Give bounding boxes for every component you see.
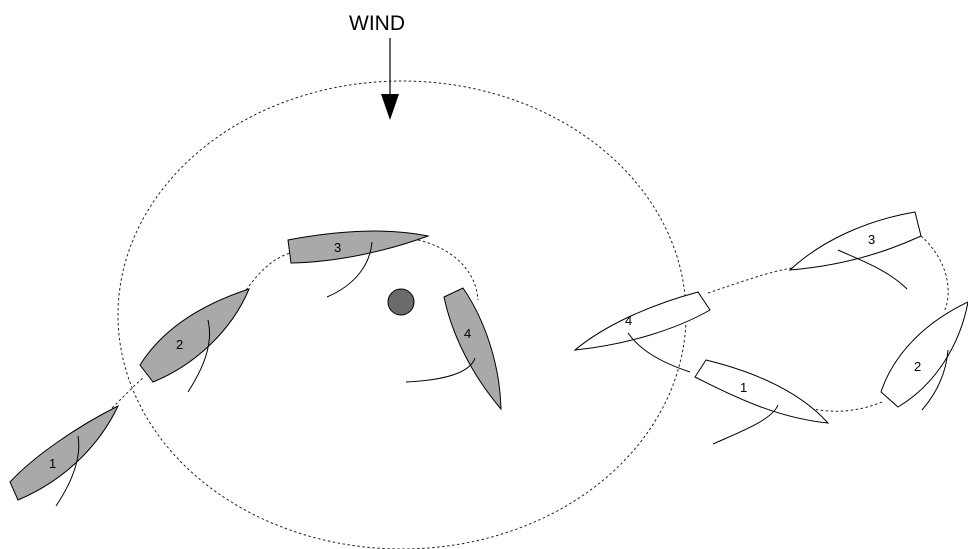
- track-before-1-2: [112, 378, 143, 408]
- hull: [444, 288, 501, 409]
- hull: [790, 212, 921, 270]
- wind-indicator: WIND: [349, 12, 405, 120]
- hull: [881, 302, 968, 407]
- boat-number: 3: [868, 232, 875, 247]
- track-after-2-1: [813, 402, 882, 411]
- mark-buoy: [388, 289, 414, 315]
- boat-number: 1: [49, 456, 56, 471]
- wind-label: WIND: [349, 12, 405, 35]
- boat-number: 2: [914, 359, 921, 374]
- boat-after-2: 2: [881, 302, 968, 410]
- boat-before-2: 2: [140, 289, 249, 392]
- boat-number: 1: [740, 380, 747, 395]
- boat-after-3: 3: [790, 212, 921, 289]
- hull: [288, 231, 428, 263]
- hull: [575, 292, 710, 350]
- wind-arrow-icon: [381, 94, 399, 120]
- boat-before-3: 3: [288, 231, 428, 297]
- boat-after-4: 4: [575, 292, 710, 372]
- track-after-3-2: [921, 236, 948, 312]
- sail-line: [713, 405, 778, 444]
- track-before-3-4: [418, 240, 478, 300]
- hull: [10, 406, 118, 500]
- track-after-4-3: [708, 268, 792, 293]
- boat-number: 4: [625, 313, 632, 328]
- boat-before-4: 4: [406, 288, 501, 409]
- boat-number: 3: [334, 240, 341, 255]
- track-before-2-3: [246, 253, 290, 290]
- hull: [695, 360, 828, 423]
- hull: [140, 289, 249, 382]
- boat-before-1: 1: [10, 406, 118, 506]
- boat-number: 4: [464, 326, 471, 341]
- boat-number: 2: [176, 337, 183, 352]
- sail-line: [406, 358, 475, 382]
- boat-after-1: 1: [695, 360, 828, 444]
